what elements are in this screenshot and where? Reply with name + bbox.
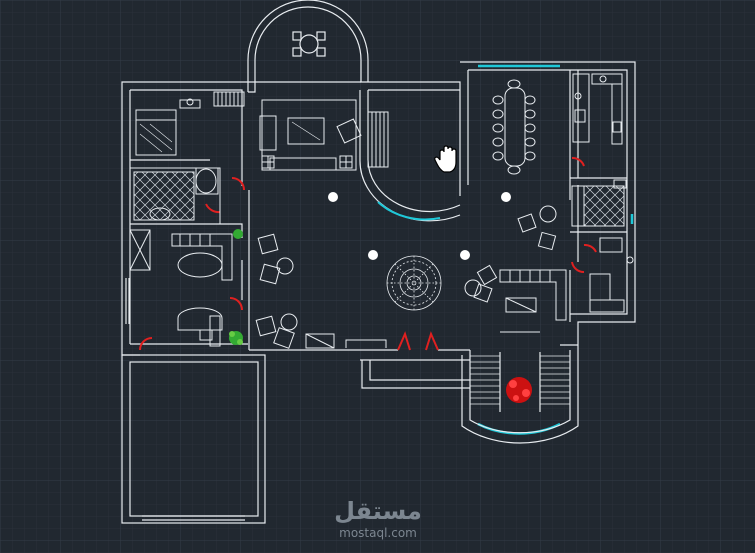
hand-pan-cursor-icon [434, 145, 457, 173]
bathroom-tile-floor [133, 171, 195, 221]
coffee-table [287, 117, 325, 145]
curved-glazing [377, 201, 441, 221]
entry-steps-top [367, 111, 389, 168]
watermark: مستقل mostaql.com [330, 498, 426, 540]
watermark-url: mostaql.com [339, 526, 417, 540]
sofa [171, 233, 233, 281]
outer-wall-top-center [248, 81, 256, 93]
watermark-arabic: مستقل [334, 497, 422, 525]
central-rosette [386, 255, 442, 311]
bed [135, 109, 177, 156]
garage-outline [121, 354, 266, 524]
door-swing [231, 177, 245, 191]
potted-plant [229, 229, 243, 345]
top-round-bay [247, 0, 369, 83]
outer-wall-right-wing [460, 61, 636, 345]
desk [177, 307, 223, 331]
ceiling-lights [328, 192, 511, 260]
lounge-sofa [499, 269, 567, 321]
front-stairs [470, 355, 570, 405]
